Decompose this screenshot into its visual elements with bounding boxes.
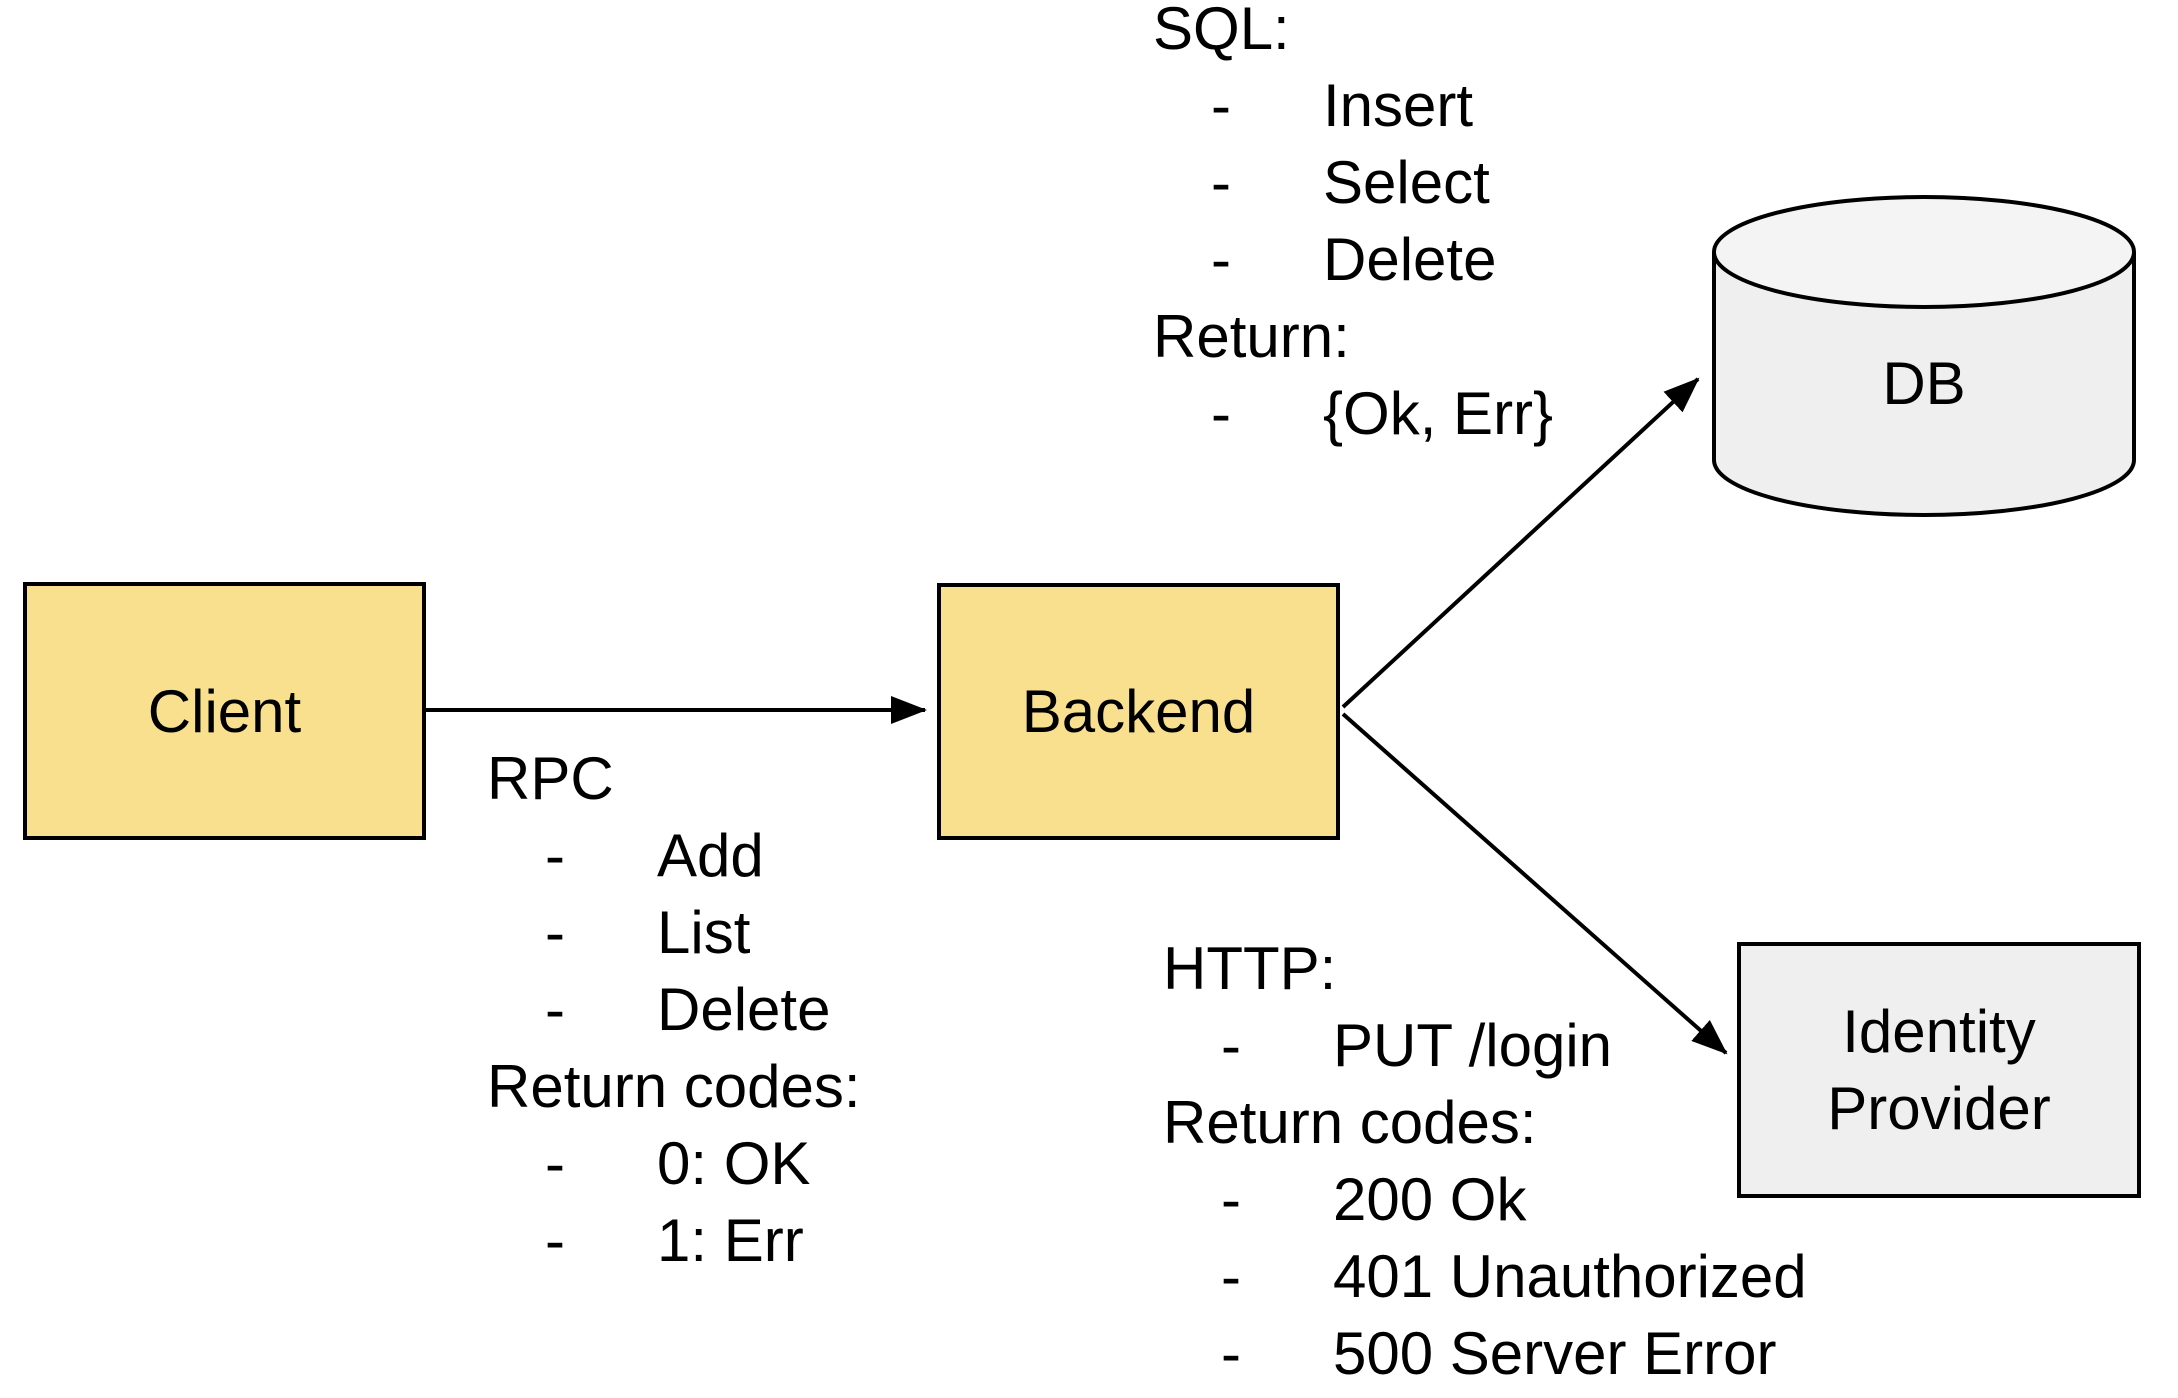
bullet-dash: - <box>545 822 565 889</box>
backend-to-identity-provider-arrow <box>1341 712 1728 1055</box>
db-node-label: DB <box>1882 350 1966 417</box>
rpc-annotation-return-item: - 1: Err <box>487 1202 861 1279</box>
identity-provider-node-label: Identity Provider <box>1827 998 2051 1142</box>
bullet-dash: - <box>1221 1320 1241 1387</box>
db-cylinder-shape <box>1712 195 2136 517</box>
rpc-annotation-return-header: Return codes: <box>487 1053 861 1120</box>
rpc-annotation-item: - List <box>487 894 861 971</box>
sql-annotation-item: - Select <box>1153 144 1553 221</box>
rpc-annotation-item: - Delete <box>487 971 861 1048</box>
http-annotation-item: - PUT /login <box>1163 1007 1807 1084</box>
rpc-annotation-header: RPC <box>487 745 614 812</box>
http-annotation-return-item: - 200 Ok <box>1163 1161 1807 1238</box>
backend-to-db-arrow <box>1341 377 1700 709</box>
sql-annotation-return-item: - {Ok, Err} <box>1153 375 1553 452</box>
http-annotation-return-item: - 500 Server Error <box>1163 1315 1807 1392</box>
http-annotation-header: HTTP: <box>1163 935 1337 1002</box>
rpc-annotation-return-item: - 0: OK <box>487 1125 861 1202</box>
backend-node-label: Backend <box>1021 678 1256 745</box>
sql-annotation-return-header: Return: <box>1153 303 1350 370</box>
bullet-dash: - <box>1221 1166 1241 1233</box>
bullet-dash: - <box>1221 1012 1241 1079</box>
client-node-label: Client <box>147 677 302 745</box>
bullet-dash: - <box>545 976 565 1043</box>
bullet-dash: - <box>1221 1243 1241 1310</box>
sql-annotation-header: SQL: <box>1153 0 1290 62</box>
bullet-dash: - <box>1211 380 1231 447</box>
sql-annotation-item: - Insert <box>1153 67 1553 144</box>
backend-node: Backend <box>937 583 1340 840</box>
client-node: Client <box>23 582 426 840</box>
bullet-dash: - <box>545 899 565 966</box>
bullet-dash: - <box>1211 149 1231 216</box>
rpc-annotation-item: - Add <box>487 817 861 894</box>
sql-annotation: SQL: - Insert - Select - Delete Return: … <box>1153 0 1553 452</box>
bullet-dash: - <box>545 1130 565 1197</box>
bullet-dash: - <box>1211 72 1231 139</box>
bullet-dash: - <box>1211 226 1231 293</box>
http-annotation-return-header: Return codes: <box>1163 1089 1537 1156</box>
http-annotation-return-item: - 401 Unauthorized <box>1163 1238 1807 1315</box>
bullet-dash: - <box>545 1207 565 1274</box>
db-node: DB <box>1712 250 2136 517</box>
rpc-annotation: RPC - Add - List - Delete Return codes: … <box>487 740 861 1279</box>
http-annotation: HTTP: - PUT /login Return codes: - 200 O… <box>1163 930 1807 1392</box>
sql-annotation-item: - Delete <box>1153 221 1553 298</box>
identity-provider-node: Identity Provider <box>1737 942 2141 1198</box>
